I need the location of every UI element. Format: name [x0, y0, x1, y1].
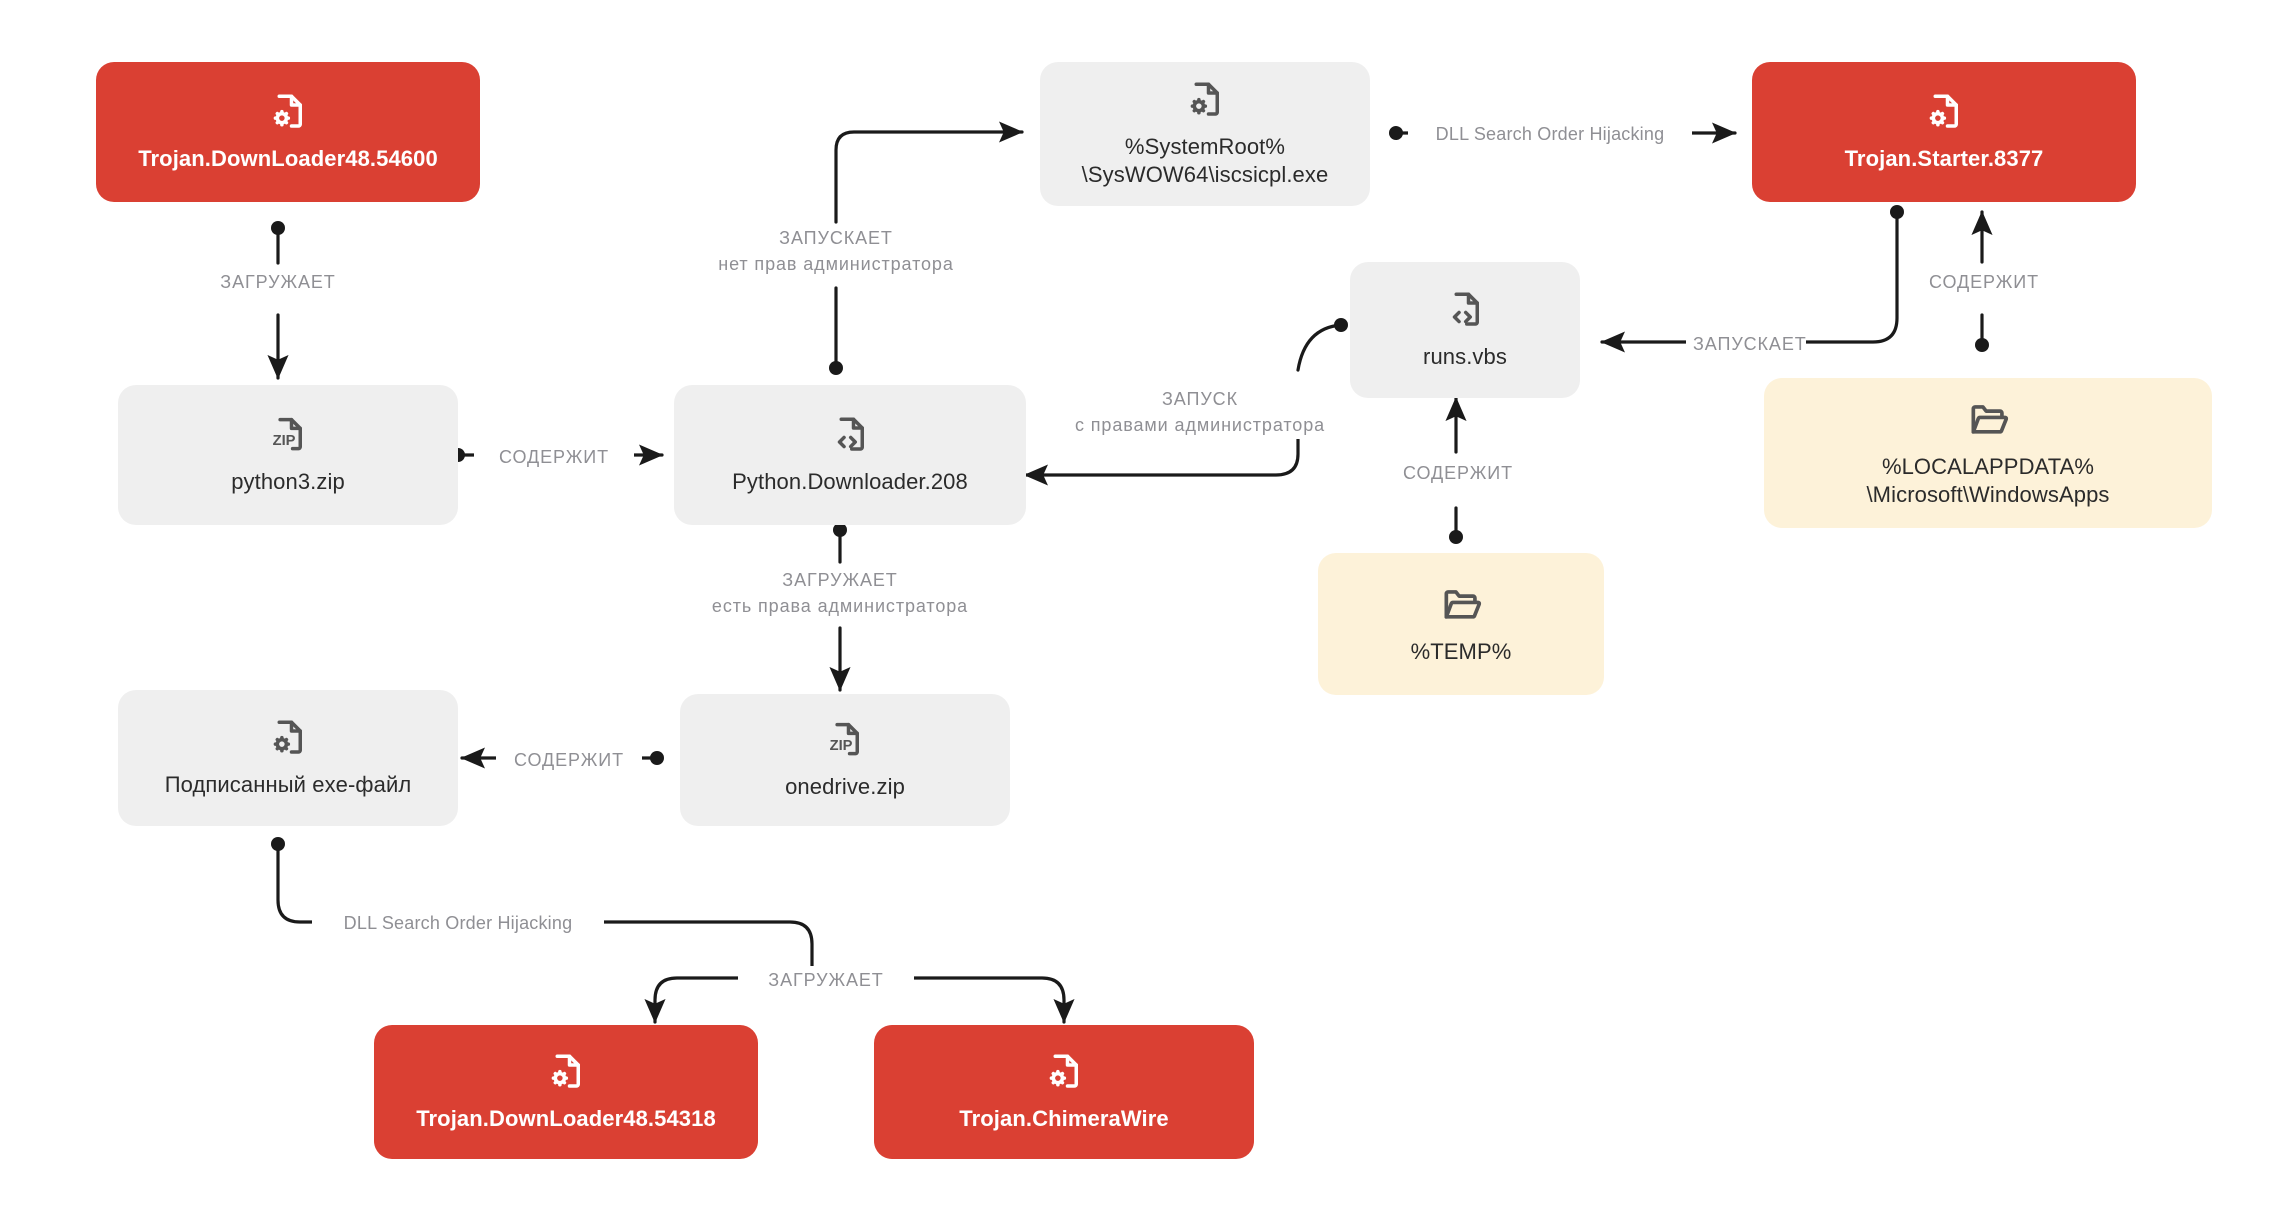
edge-label-e6: СОДЕРЖИТ: [1922, 268, 2042, 297]
edge-label-e12: ЗАГРУЖАЕТ: [738, 966, 914, 995]
folder-open-icon: [1439, 582, 1483, 626]
edge-label-e2: СОДЕРЖИТ: [474, 443, 634, 472]
node-label: python3.zip: [231, 468, 345, 494]
edge-path-e5-a: [1800, 210, 1899, 344]
edge-dot-e7: [1449, 530, 1463, 544]
node-signed-exe-file[interactable]: Подписанный exe-файл: [118, 690, 458, 826]
file-code-icon: [829, 414, 871, 456]
edge-dot-e11: [271, 837, 285, 851]
file-gear-icon: [267, 717, 309, 759]
edge-label-e5: ЗАПУСКАЕТ: [1686, 330, 1806, 359]
node-python3-zip[interactable]: ZIP python3.zip: [118, 385, 458, 525]
edge-label-e7: СОДЕРЖИТ: [1396, 459, 1516, 488]
node-temp[interactable]: %TEMP%: [1318, 553, 1604, 695]
edge-label-e8: ЗАПУСК с правами администратора: [1042, 385, 1358, 440]
edge-dot-e5: [1890, 205, 1904, 219]
node-label: onedrive.zip: [785, 773, 905, 799]
node-python-downloader-208[interactable]: Python.Downloader.208: [674, 385, 1026, 525]
node-label: runs.vbs: [1423, 343, 1507, 369]
file-gear-icon: [267, 91, 309, 133]
node-label: %TEMP%: [1410, 638, 1512, 664]
node-label: Подписанный exe-файл: [164, 771, 412, 797]
edge-label-e4: DLL Search Order Hijacking: [1408, 120, 1692, 149]
edge-dot-e3: [829, 361, 843, 375]
svg-text:ZIP: ZIP: [830, 738, 853, 754]
edge-dot-e6: [1975, 338, 1989, 352]
node-label: %SystemRoot% \SysWOW64\iscsicpl.exe: [1081, 133, 1329, 187]
folder-open-icon: [1966, 397, 2010, 441]
edge-dot-e9: [833, 523, 847, 537]
edge-dot-e8: [1334, 318, 1348, 332]
file-gear-icon: [1923, 91, 1965, 133]
edge-label-e1: ЗАГРУЖАЕТ: [178, 268, 378, 297]
node-localappdata-windowsapps[interactable]: %LOCALAPPDATA% \Microsoft\WindowsApps: [1764, 378, 2212, 528]
node-trojan-starter-8377[interactable]: Trojan.Starter.8377: [1752, 62, 2136, 202]
file-zip-icon: ZIP: [267, 414, 309, 456]
node-trojan-downloader-54600[interactable]: Trojan.DownLoader48.54600: [96, 62, 480, 202]
edge-label-e10: СОДЕРЖИТ: [496, 746, 642, 775]
edge-label-e11: DLL Search Order Hijacking: [312, 909, 604, 938]
edge-path-e3-b: [834, 121, 1024, 224]
edge-path-e8-a: [1296, 323, 1343, 372]
edge-dot-e10: [650, 751, 664, 765]
file-gear-icon: [1043, 1051, 1085, 1093]
node-iscsicpl-exe[interactable]: %SystemRoot% \SysWOW64\iscsicpl.exe: [1040, 62, 1370, 206]
node-trojan-downloader-54318[interactable]: Trojan.DownLoader48.54318: [374, 1025, 758, 1159]
file-code-icon: [1444, 289, 1486, 331]
edge-dot-e1: [271, 221, 285, 235]
edge-label-e3: ЗАПУСКАЕТ нет прав администратора: [676, 224, 996, 279]
node-onedrive-zip[interactable]: ZIP onedrive.zip: [680, 694, 1010, 826]
svg-text:ZIP: ZIP: [273, 433, 296, 449]
node-label: Python.Downloader.208: [732, 468, 968, 494]
node-runs-vbs[interactable]: runs.vbs: [1350, 262, 1580, 398]
file-gear-icon: [1184, 79, 1226, 121]
edge-label-e9: ЗАГРУЖАЕТ есть права администратора: [682, 566, 998, 621]
file-gear-icon: [545, 1051, 587, 1093]
file-zip-icon: ZIP: [824, 719, 866, 761]
edge-dot-e4: [1389, 126, 1403, 140]
node-label: Trojan.Starter.8377: [1844, 145, 2044, 171]
node-label: Trojan.DownLoader48.54600: [138, 145, 438, 171]
node-label: Trojan.DownLoader48.54318: [416, 1105, 716, 1131]
node-label: Trojan.ChimeraWire: [959, 1105, 1169, 1131]
node-label: %LOCALAPPDATA% \Microsoft\WindowsApps: [1866, 453, 2110, 507]
node-trojan-chimerawire[interactable]: Trojan.ChimeraWire: [874, 1025, 1254, 1159]
